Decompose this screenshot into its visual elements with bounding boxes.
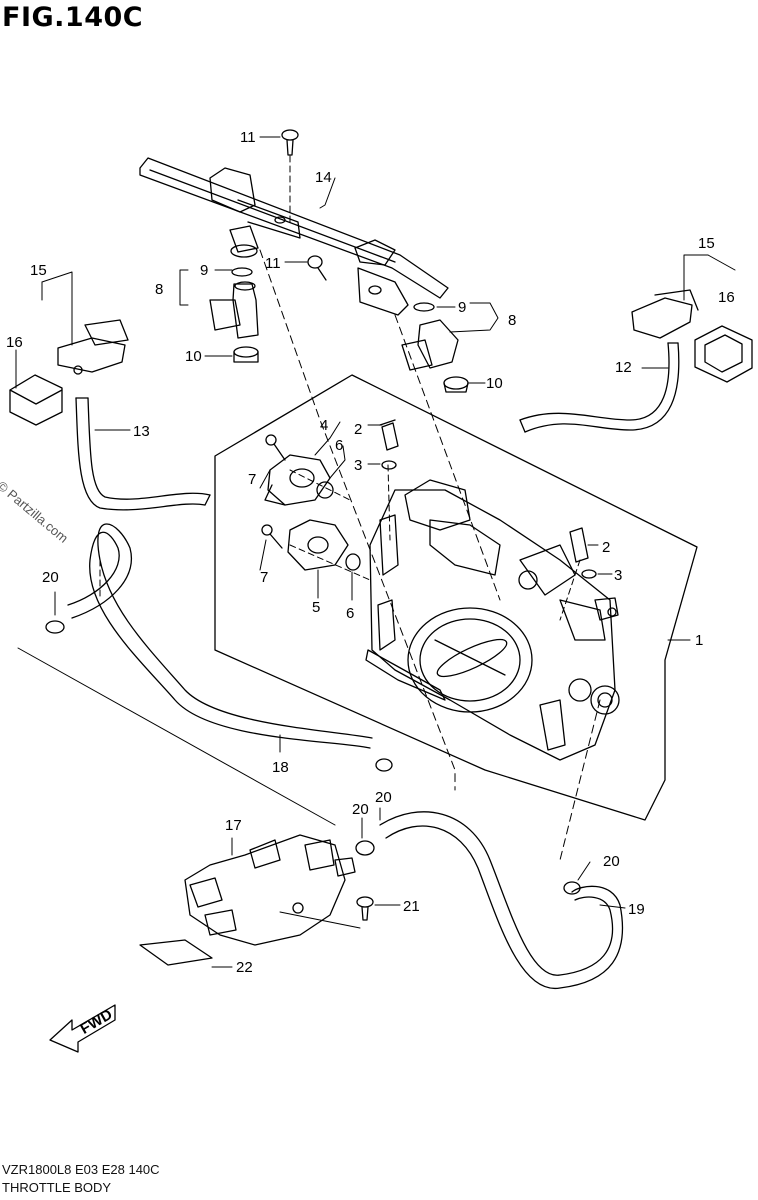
- callout-20-a: 20: [42, 569, 59, 586]
- screw-part-11-mid[interactable]: [307, 255, 327, 281]
- callout-20-d: 20: [603, 853, 620, 870]
- fwd-arrow-icon: [49, 1004, 116, 1053]
- hose-part-19[interactable]: [379, 811, 624, 989]
- callout-7-upper: 7: [248, 471, 256, 488]
- callout-2-right: 2: [602, 539, 610, 556]
- callout-14: 14: [315, 169, 332, 186]
- callout-3-upper: 3: [354, 457, 362, 474]
- footer-model-code: VZR1800L8 E03 E28 140C: [2, 1162, 160, 1177]
- injector-part-8-left[interactable]: [209, 281, 259, 339]
- o-ring-part-6-upper[interactable]: [316, 481, 334, 499]
- leader-lines: [15, 136, 736, 968]
- callout-8-left: 8: [155, 281, 163, 298]
- callout-17: 17: [225, 817, 242, 834]
- throttle-body-frame: [214, 374, 698, 821]
- callout-15-left: 15: [30, 262, 47, 279]
- callout-9-right: 9: [458, 299, 466, 316]
- clamp-part-20-a[interactable]: [45, 620, 65, 634]
- callout-19: 19: [628, 901, 645, 918]
- screw-part-2-right[interactable]: [569, 527, 589, 563]
- screw-part-21[interactable]: [356, 896, 374, 921]
- screw-part-2-upper[interactable]: [379, 419, 399, 451]
- callout-16-left: 16: [6, 334, 23, 351]
- callout-4: 4: [320, 417, 328, 434]
- callout-22: 22: [236, 959, 253, 976]
- callout-11-top: 11: [240, 129, 256, 146]
- callout-10-left: 10: [185, 348, 202, 365]
- footer-caption: THROTTLE BODY: [2, 1180, 112, 1195]
- callout-5: 5: [312, 599, 320, 616]
- callout-8-right: 8: [508, 312, 516, 329]
- sensor-part-5[interactable]: [287, 519, 349, 571]
- callout-16-right: 16: [718, 289, 735, 306]
- callout-6-lower: 6: [346, 605, 354, 622]
- sensor-part-15-right[interactable]: [631, 289, 699, 339]
- callout-15-right: 15: [698, 235, 715, 252]
- clamp-part-20-d[interactable]: [563, 881, 581, 895]
- callout-12: 12: [615, 359, 632, 376]
- callout-20-c: 20: [375, 789, 392, 806]
- cushion-part-10-left[interactable]: [233, 346, 259, 363]
- hose-part-18[interactable]: [67, 523, 373, 749]
- cover-part-16-right[interactable]: [694, 325, 753, 383]
- callout-20-b: 20: [352, 801, 369, 818]
- clamp-part-20-c[interactable]: [355, 840, 375, 856]
- hose-part-12[interactable]: [519, 342, 680, 433]
- o-ring-part-6-lower[interactable]: [345, 553, 361, 571]
- washer-part-3-upper[interactable]: [381, 460, 397, 470]
- sensor-part-4[interactable]: [264, 454, 331, 506]
- screw-part-7-lower[interactable]: [261, 524, 283, 549]
- callout-9-left: 9: [200, 262, 208, 279]
- clamp-part-20-b[interactable]: [375, 758, 393, 772]
- washer-part-3-right[interactable]: [581, 569, 597, 579]
- callout-11-mid: 11: [265, 255, 281, 272]
- callout-3-right: 3: [614, 567, 622, 584]
- callout-6-upper: 6: [335, 437, 343, 454]
- o-ring-part-9-left[interactable]: [231, 267, 253, 277]
- callout-13: 13: [133, 423, 150, 440]
- o-ring-part-9-right[interactable]: [413, 302, 435, 312]
- label-part-22[interactable]: [139, 939, 213, 966]
- screw-part-11-top[interactable]: [281, 129, 299, 156]
- sensor-part-15-left[interactable]: [57, 319, 129, 375]
- callout-1: 1: [695, 632, 703, 649]
- callout-10-right: 10: [486, 375, 503, 392]
- callout-21: 21: [403, 898, 420, 915]
- cushion-part-10-right[interactable]: [443, 376, 469, 393]
- cover-part-16-left[interactable]: [9, 374, 63, 426]
- injector-part-8-right[interactable]: [401, 319, 459, 371]
- screw-part-7-upper[interactable]: [265, 434, 286, 461]
- fwd-label: FWD: [77, 1006, 115, 1038]
- fuel-delivery-pipe-part-14[interactable]: [139, 157, 449, 316]
- valve-part-17[interactable]: [184, 834, 356, 946]
- callout-18: 18: [272, 759, 289, 776]
- figure-title: FIG.140C: [2, 2, 144, 33]
- callout-7-lower: 7: [260, 569, 268, 586]
- callout-labels: 11 14 11 9 8 10 9 8 10 15 16 15 16 12 13…: [6, 129, 735, 976]
- hose-part-13[interactable]: [75, 397, 211, 511]
- callout-2-upper: 2: [354, 421, 362, 438]
- throttle-body-part-1[interactable]: [365, 479, 620, 761]
